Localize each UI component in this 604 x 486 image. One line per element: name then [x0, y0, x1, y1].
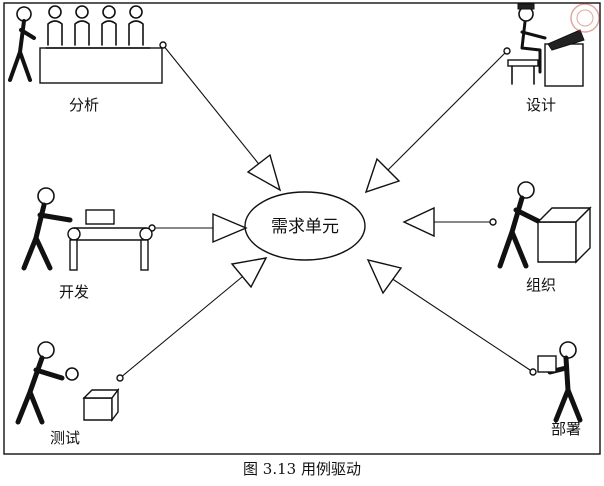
- develop-label: 开发: [59, 283, 89, 301]
- deploy-label: 部署: [551, 420, 581, 438]
- connector-analysis: [159, 41, 282, 192]
- requirements-unit-node: 需求单元: [244, 191, 366, 261]
- connector-organize: [402, 206, 497, 238]
- connector-design: [364, 47, 511, 194]
- connector-test: [116, 257, 268, 382]
- use-case-diagram: 需求单元: [3, 2, 601, 455]
- organize-label: 组织: [526, 276, 556, 294]
- connector-deploy: [366, 258, 537, 376]
- figure-caption: 图 3.13 用例驱动: [243, 460, 361, 478]
- develop-figure-icon: [21, 187, 153, 271]
- requirements-unit-label: 需求单元: [271, 217, 339, 237]
- watermark-stamp: [570, 3, 600, 33]
- design-figure-icon: [507, 3, 585, 87]
- connector-develop: [148, 212, 248, 244]
- test-figure-icon: [15, 341, 120, 425]
- design-label: 设计: [526, 96, 556, 114]
- analysis-label: 分析: [69, 96, 99, 114]
- deploy-figure-icon: [537, 341, 583, 423]
- test-label: 测试: [50, 429, 80, 447]
- analysis-figure-icon: [8, 5, 163, 84]
- organize-figure-icon: [497, 181, 592, 269]
- frame-border: [3, 2, 601, 455]
